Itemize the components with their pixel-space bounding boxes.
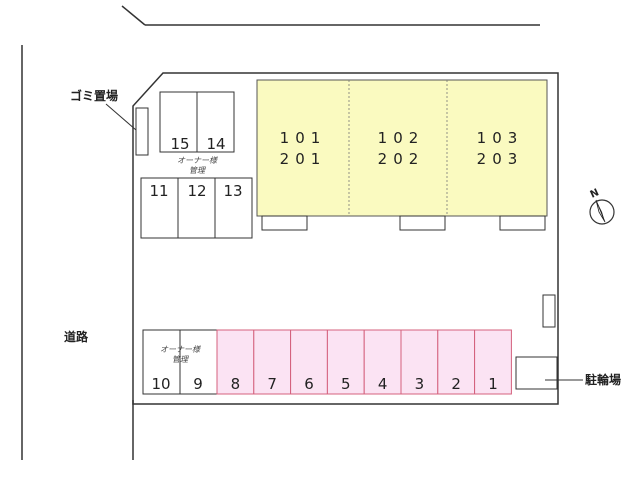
apartment-building bbox=[256, 79, 548, 217]
parking-space-2 bbox=[437, 329, 476, 395]
bicycle-parking bbox=[515, 356, 558, 390]
parking-number: 2 bbox=[451, 375, 461, 393]
parking-number: 4 bbox=[378, 375, 388, 393]
unit-label-lower: 201 bbox=[280, 150, 327, 168]
parking-number: 13 bbox=[223, 182, 242, 200]
parking-space-3 bbox=[400, 329, 439, 395]
owner-managed-label: オーナー様 bbox=[160, 345, 201, 354]
garbage-label: ゴミ置場 bbox=[70, 88, 118, 103]
bicycle-label: 駐輪場 bbox=[585, 372, 621, 387]
unit-label-upper: 102 bbox=[378, 129, 425, 147]
unit-label-lower: 203 bbox=[477, 150, 524, 168]
parking-space-1 bbox=[474, 329, 512, 395]
parking-row-pink: 8 7 6 5 4 3 2 1 bbox=[216, 329, 512, 395]
parking-number: 5 bbox=[341, 375, 351, 393]
unit-label-upper: 101 bbox=[280, 129, 327, 147]
parking-number: 15 bbox=[170, 135, 189, 153]
parking-number: 9 bbox=[193, 375, 203, 393]
parking-number: 1 bbox=[488, 375, 498, 393]
parking-number: 6 bbox=[304, 375, 314, 393]
unit-label-upper: 103 bbox=[477, 129, 524, 147]
garbage-area bbox=[135, 107, 149, 156]
parking-number: 14 bbox=[206, 135, 225, 153]
parking-number: 11 bbox=[149, 182, 168, 200]
road-label: 道路 bbox=[64, 329, 89, 344]
parking-space-14 bbox=[196, 91, 235, 153]
entrance-step-1 bbox=[261, 215, 308, 231]
garbage-leader-line bbox=[105, 103, 137, 131]
meter-box bbox=[542, 294, 556, 328]
parking-space-7 bbox=[253, 329, 292, 395]
north-label: N bbox=[589, 187, 601, 201]
parking-space-8 bbox=[216, 329, 255, 395]
parking-space-4 bbox=[363, 329, 402, 395]
parking-number: 10 bbox=[151, 375, 170, 393]
owner-managed-label: 管理 bbox=[172, 355, 189, 364]
owner-managed-label: オーナー様 bbox=[177, 156, 218, 165]
parking-space-6 bbox=[290, 329, 328, 395]
parking-number: 12 bbox=[187, 182, 206, 200]
parking-number: 7 bbox=[267, 375, 277, 393]
north-arrow-icon: N bbox=[589, 187, 615, 225]
entrance-step-2 bbox=[399, 215, 446, 231]
parking-space-13 bbox=[214, 177, 253, 239]
road-edge-diagonal bbox=[121, 5, 146, 26]
parking-space-15 bbox=[159, 91, 198, 153]
owner-managed-label: 管理 bbox=[189, 166, 206, 175]
unit-label-lower: 202 bbox=[378, 150, 425, 168]
site-boundary bbox=[132, 72, 559, 405]
parking-number: 3 bbox=[415, 375, 425, 393]
entrance-step-3 bbox=[499, 215, 546, 231]
parking-number: 8 bbox=[231, 375, 241, 393]
